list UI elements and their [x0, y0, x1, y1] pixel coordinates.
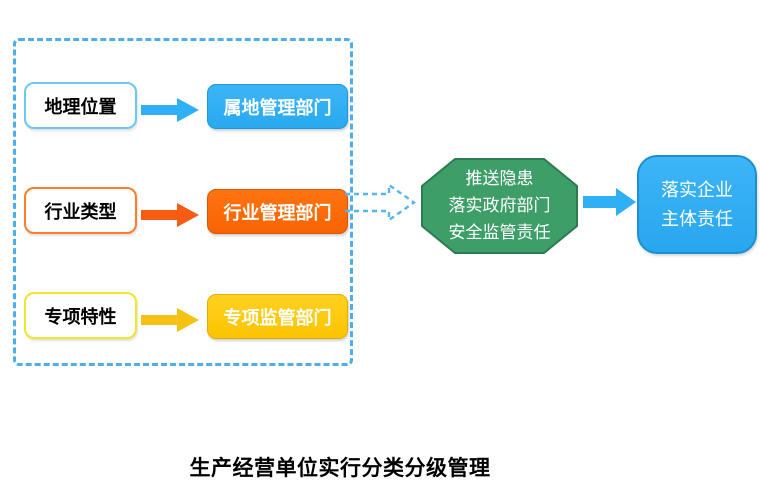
node-territorial-dept: 属地管理部门 [207, 84, 348, 129]
arrow-geography-icon [141, 98, 199, 122]
diagram-title: 生产经营单位实行分类分级管理 [189, 457, 491, 480]
node-territorial-dept-label: 属地管理部门 [223, 97, 332, 118]
classification-group-box [13, 38, 353, 366]
node-special-dept-label: 专项监管部门 [223, 307, 332, 328]
node-special-label: 专项特性 [44, 306, 117, 327]
node-geography-label: 地理位置 [44, 96, 117, 117]
arrow-outcome-icon [583, 188, 636, 216]
node-industry-dept: 行业管理部门 [207, 189, 348, 234]
outcome-line-2: 主体责任 [661, 208, 733, 230]
hub-line-1: 推送隐患 [465, 168, 534, 189]
node-special: 专项特性 [24, 292, 137, 339]
node-industry-label: 行业类型 [44, 201, 117, 222]
node-government-supervision: 推送隐患 落实政府部门 安全监管责任 [421, 158, 578, 254]
node-special-dept: 专项监管部门 [207, 294, 348, 339]
dashed-arrow-icon [345, 182, 417, 223]
node-industry-dept-label: 行业管理部门 [223, 202, 332, 223]
node-geography: 地理位置 [24, 82, 137, 129]
arrow-special-icon [141, 308, 199, 332]
node-industry: 行业类型 [24, 187, 137, 234]
outcome-line-1: 落实企业 [661, 179, 733, 201]
hub-line-3: 安全监管责任 [448, 222, 551, 243]
hub-line-2: 落实政府部门 [448, 195, 551, 216]
arrow-industry-icon [141, 203, 199, 227]
octagon-shape-icon [421, 158, 578, 254]
node-enterprise-responsibility: 落实企业 主体责任 [637, 155, 757, 254]
node-government-supervision-label: 推送隐患 落实政府部门 安全监管责任 [421, 158, 578, 254]
